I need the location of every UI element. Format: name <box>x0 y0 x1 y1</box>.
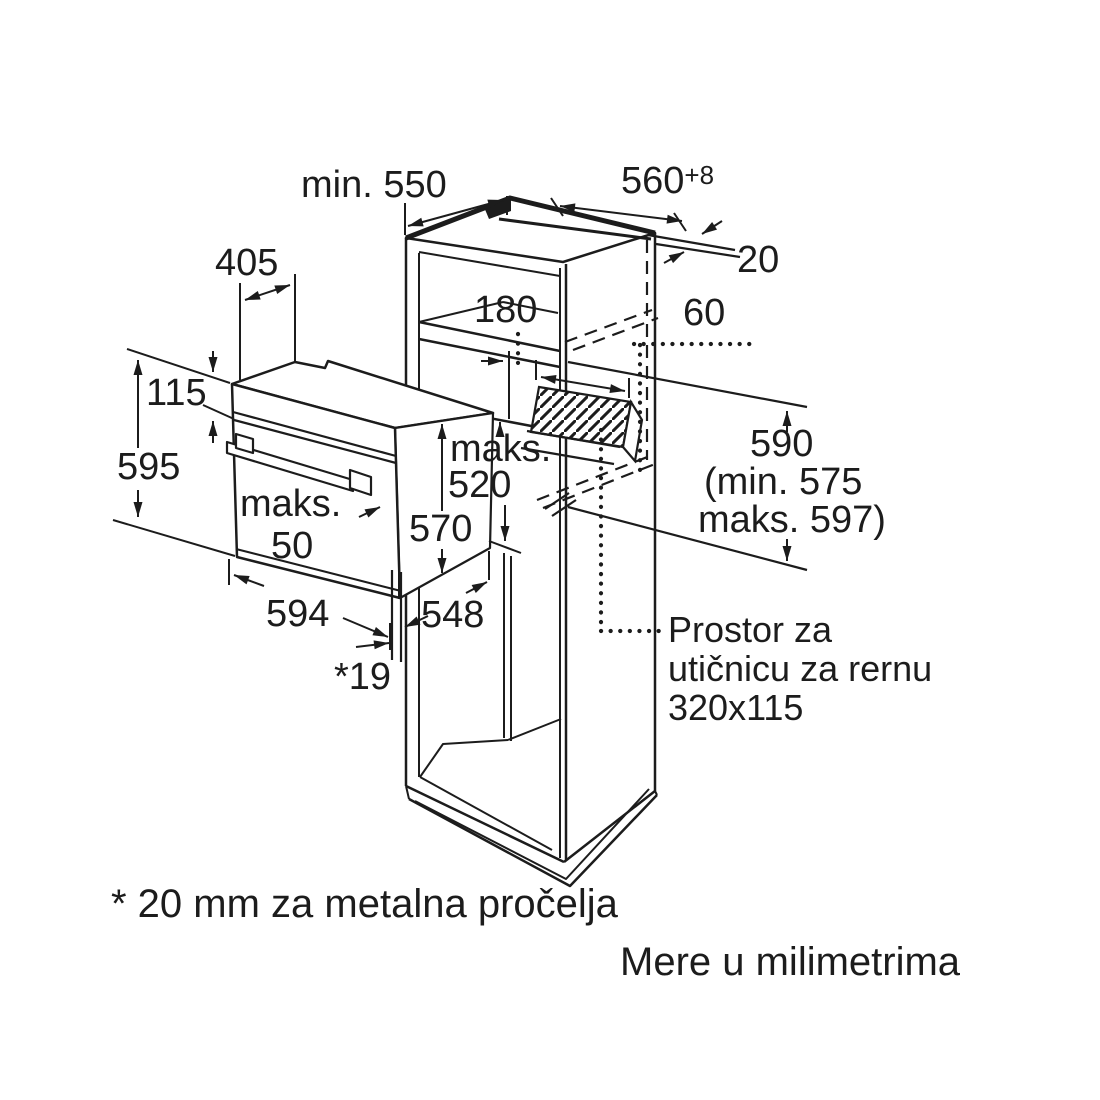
socket-space-note: Prostor za utičnicu za rernu 320x115 <box>668 610 932 727</box>
dim-20-label: 20 <box>737 239 780 281</box>
footnote-metal-fronts: * 20 mm za metalna pročelja <box>111 882 618 926</box>
dim-min-550-label: min. 550 <box>301 164 447 206</box>
dimension-lines <box>112 196 808 662</box>
dim-590-label: 590 <box>750 423 814 465</box>
door-handle-right-cap <box>348 468 373 497</box>
door-handle-left-cap <box>234 432 255 455</box>
dim-548-label: 548 <box>421 594 485 636</box>
dim-maks50-value: 50 <box>271 525 314 567</box>
socket-note-line2: utičnicu za rernu <box>668 648 933 689</box>
cabinet-outline <box>404 195 658 888</box>
dim-115-label: 115 <box>146 372 207 414</box>
hidden-edges-dashed <box>536 240 659 510</box>
dim-560-label: 560+8 <box>621 162 714 201</box>
dim-405-label: 405 <box>215 242 279 284</box>
dim-560-value: 560 <box>621 160 685 202</box>
dim-19-label: *19 <box>334 656 392 698</box>
dim-570-label: 570 <box>409 508 473 550</box>
footnote-units: Mere u milimetrima <box>620 940 961 984</box>
control-panel-line2 <box>233 418 397 465</box>
door-handle-bar <box>225 440 355 493</box>
door-bottom-line <box>235 548 402 592</box>
dim-180-label: 180 <box>474 289 538 331</box>
dim-595-label: 595 <box>117 446 181 488</box>
socket-note-line1: Prostor za <box>668 609 833 650</box>
control-panel-line <box>232 410 397 458</box>
dim-560-tolerance: +8 <box>684 160 715 190</box>
socket-note-line3: 320x115 <box>668 687 804 728</box>
hatch-socket-area <box>520 385 644 466</box>
dim-60-label: 60 <box>683 292 726 334</box>
dim-590-max-label: maks. 597) <box>698 499 886 541</box>
dim-maks520-value: 520 <box>448 464 512 506</box>
dim-maks50-word: maks. <box>240 483 342 525</box>
dim-maks520-word: maks. <box>450 428 552 470</box>
dotted-leader-lines <box>515 331 760 634</box>
dim-594-label: 594 <box>266 593 330 635</box>
dim-590-min-label: (min. 575 <box>704 461 863 503</box>
